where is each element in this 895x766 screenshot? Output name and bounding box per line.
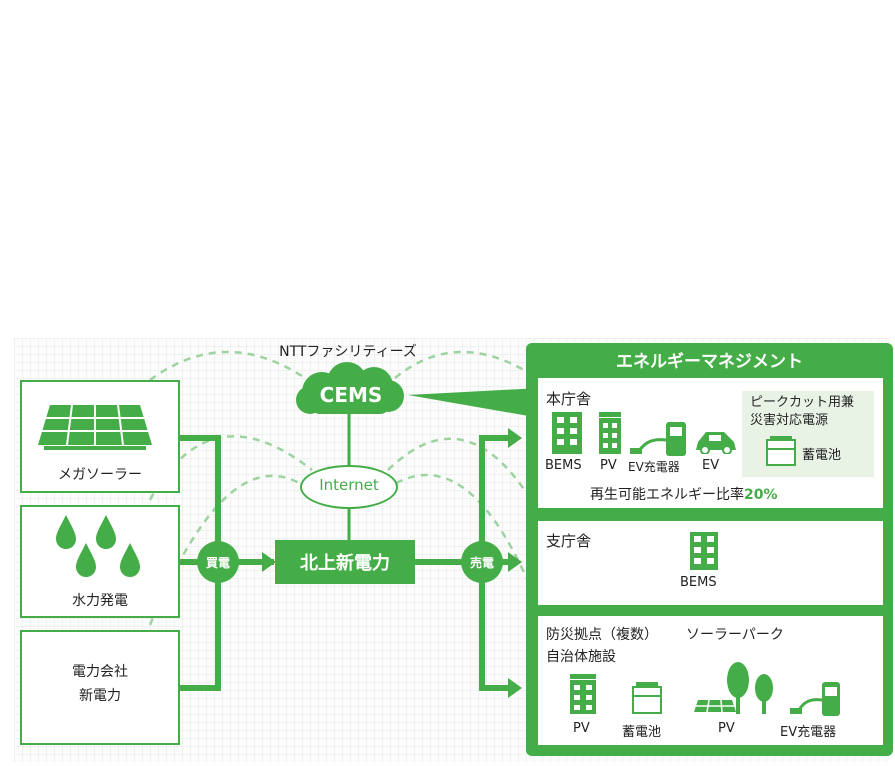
- source-label-hydro: 水力発電: [72, 593, 128, 609]
- branch-office-title: 支庁舎: [546, 532, 592, 550]
- internet-label: Internet: [319, 476, 379, 494]
- sell-arrow-icon: [508, 428, 522, 448]
- disaster-base-title: 防災拠点（複数）: [546, 627, 658, 643]
- source-box-hydro: [20, 505, 180, 618]
- sell-arrow-icon: [508, 678, 522, 698]
- source-label-utility: 電力会社 新電力: [72, 664, 128, 704]
- callout-wedge: [408, 388, 540, 418]
- solar-park-icon: [694, 662, 773, 714]
- sell-arrow-icon: [508, 552, 522, 572]
- renewable-ratio-value: 20%: [744, 487, 778, 503]
- ev-car-icon: [696, 432, 736, 454]
- ev-charger-icon: [630, 422, 686, 456]
- water-drops-icon: [56, 515, 140, 577]
- ev-charger-icon: [790, 682, 840, 716]
- pv-building-icon: [570, 674, 596, 714]
- disaster-pv-label: PV: [573, 721, 590, 736]
- sell-power-badge: 売電: [461, 541, 503, 583]
- peak-cut-label: ピークカット用兼 災害対応電源: [750, 395, 855, 428]
- battery-icon: [766, 436, 796, 466]
- cems-label: CEMS: [319, 383, 383, 407]
- source-label-mega-solar: メガソーラー: [58, 467, 142, 483]
- internet-node: [300, 465, 398, 509]
- cems-cloud-icon: [296, 362, 404, 414]
- renewable-ratio-label: 再生可能エネルギー比率20%: [590, 484, 778, 504]
- disaster-battery-label: 蓄電池: [622, 725, 662, 740]
- branch-bems-label: BEMS: [680, 575, 717, 590]
- hub-kitakami-power: 北上新電力: [275, 540, 415, 584]
- municipal-facility-title: 自治体施設: [546, 649, 616, 665]
- main-bems-label: BEMS: [545, 458, 582, 473]
- renewable-ratio-text: 再生可能エネルギー比率: [590, 487, 744, 503]
- main-pv-label: PV: [600, 458, 617, 473]
- main-office-title: 本庁舎: [546, 390, 592, 408]
- source-box-utility: [20, 630, 180, 745]
- provider-label: NTTファシリティーズ: [279, 344, 417, 360]
- main-ev-charger-label: EV充電器: [628, 460, 680, 474]
- buy-power-badge: 買電: [197, 541, 239, 583]
- pv-building-icon: [599, 412, 621, 454]
- energy-management-title: エネルギーマネジメント: [616, 352, 803, 372]
- building-icon: [552, 412, 582, 454]
- solar-park-pv-label: PV: [718, 721, 735, 736]
- solar-park-title: ソーラーパーク: [686, 627, 784, 643]
- building-icon: [690, 532, 718, 570]
- buy-arrow-icon: [262, 552, 276, 572]
- peak-cut-box: [742, 391, 874, 477]
- main-ev-label: EV: [702, 458, 720, 473]
- peak-battery-label: 蓄電池: [802, 448, 842, 463]
- battery-icon: [632, 682, 662, 714]
- solar-panel-icon: [38, 404, 152, 450]
- solar-park-ev-charger-label: EV充電器: [780, 725, 837, 740]
